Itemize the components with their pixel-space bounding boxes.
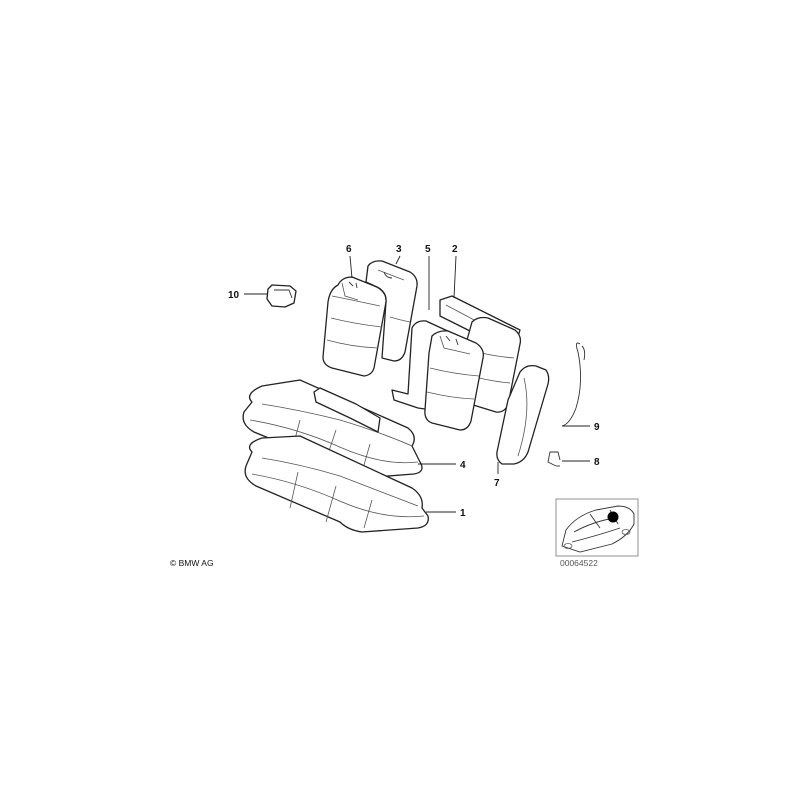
leader-lines [244, 255, 590, 513]
part-3-backrest-pad [365, 260, 418, 362]
callout-8: 8 [594, 457, 600, 468]
part-1-seat-cushion [244, 435, 429, 533]
callout-4: 4 [460, 460, 466, 471]
callout-10: 10 [228, 290, 240, 301]
part-10-clip [266, 284, 297, 308]
leader-3 [395, 255, 401, 265]
copyright-text: © BMW AG [170, 558, 214, 568]
car-location-inset [555, 498, 639, 557]
callout-7: 7 [494, 478, 500, 489]
part-8-clip [547, 451, 561, 467]
callout-1: 1 [460, 508, 466, 519]
location-marker-icon [607, 511, 619, 523]
leader-2 [453, 255, 457, 299]
part-4-seat-cover [242, 379, 423, 479]
callout-2: 2 [452, 244, 458, 255]
part-9-wire-hook [561, 342, 586, 427]
callout-5: 5 [425, 244, 431, 255]
callout-9: 9 [594, 422, 600, 433]
reference-number: 00064522 [560, 558, 598, 568]
part-5-backrest-cover [391, 320, 484, 431]
part-7-side-bolster [496, 364, 550, 465]
callout-3: 3 [396, 244, 402, 255]
callout-6: 6 [346, 244, 352, 255]
leader-6 [349, 255, 353, 279]
part-6-backrest-cover [322, 276, 387, 377]
